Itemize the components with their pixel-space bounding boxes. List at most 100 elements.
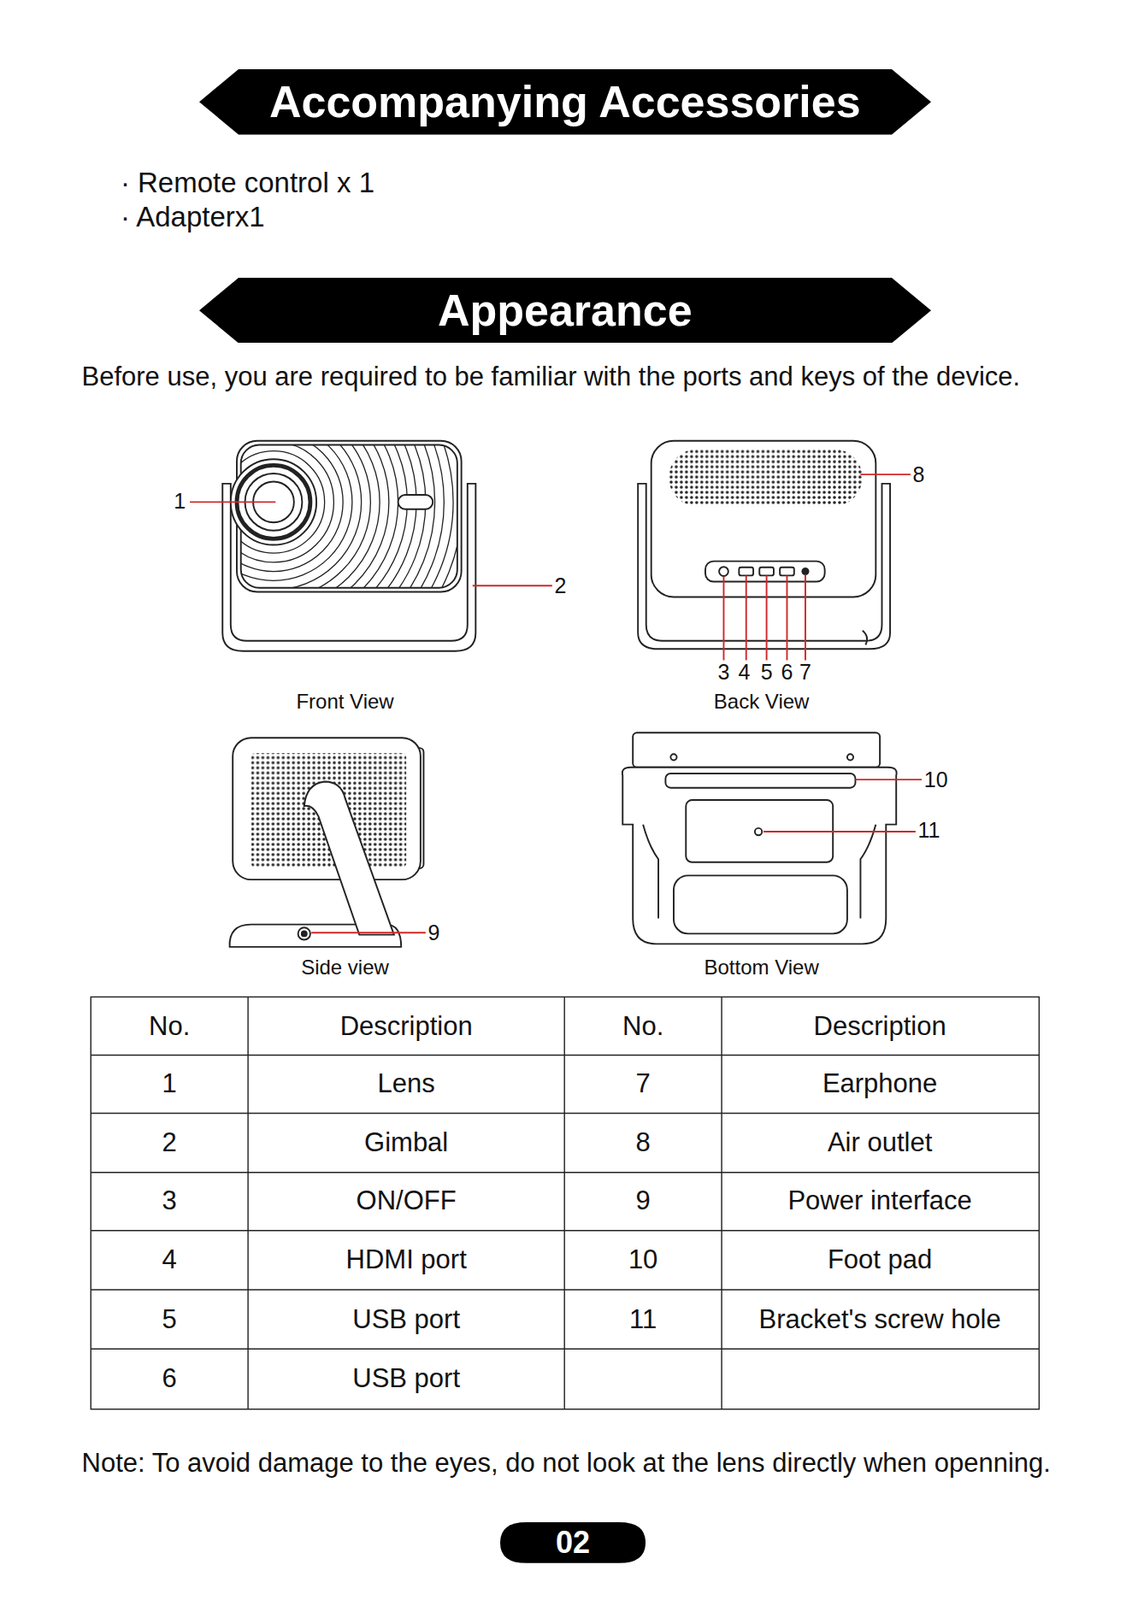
back-view-part [862,630,867,646]
front-view-part [472,584,553,587]
front-view-part [241,445,436,589]
back-view-part [860,473,910,476]
section-banner-text: Appearance [437,284,693,337]
section-banner: Appearance [199,277,932,343]
front-view-part [241,445,445,589]
back-view-part [723,474,910,661]
table-header: No. [148,1010,190,1043]
front-view-part [241,445,335,563]
table-cell: 3 [162,1185,177,1218]
callout-number: 9 [427,919,440,946]
accessory-item: · Remote control x 1 [120,165,375,201]
callout-number: 5 [760,659,773,685]
front-view-part [241,445,399,589]
table-cell: USB port [352,1362,460,1395]
spec-table [90,996,1039,1410]
front-view-part [241,445,372,589]
front-view-part [241,445,380,589]
spec-table-part [90,1113,1039,1115]
spec-table-part [90,1289,1039,1291]
bottom-view-part [763,831,916,833]
back-view-part [745,575,748,661]
table-cell: USB port [352,1303,460,1336]
bottom-view-part [754,828,762,836]
bottom-view-part [673,875,848,934]
front-view-part [241,445,458,589]
page-number-text: 02 [555,1525,590,1562]
table-cell: 5 [162,1303,177,1336]
table-cell: 9 [636,1185,651,1218]
bottom-view-part [847,754,854,761]
callout-number: 11 [917,817,940,844]
front-view [47,277,553,729]
front-view-part [241,445,458,589]
spec-table-part [247,996,248,1410]
spec-table-part [90,1172,1039,1174]
table-cell: Power interface [787,1185,972,1218]
back-view-part [738,567,754,577]
bottom-view-part [665,773,855,789]
callout-number: 3 [717,659,730,685]
bottom-view-part [854,778,922,781]
callout-number: 10 [924,766,949,793]
back-view-part [719,566,729,577]
front-view-part [241,445,458,589]
callout-number: 2 [554,572,566,599]
view-caption: Front View [295,689,394,715]
table-header: No. [622,1010,664,1043]
table-cell: Air outlet [827,1127,932,1160]
table-cell: Earphone [822,1067,938,1100]
spec-table-part [90,1055,1039,1056]
view-caption: Bottom View [703,955,819,980]
table-cell: Lens [377,1067,436,1100]
view-caption: Side view [300,955,390,980]
table-cell: 2 [162,1127,177,1160]
table-cell: HDMI port [346,1244,467,1277]
back-view-part [759,567,774,577]
table-cell: 11 [629,1303,657,1336]
back-view-part [668,448,863,507]
front-view-part [241,445,408,589]
callout-number: 4 [737,659,750,685]
spec-table-part [90,1349,1039,1351]
back-view-part [779,567,795,577]
table-cell: Gimbal [364,1127,449,1160]
front-view-part [241,445,458,589]
callout-number: 7 [799,659,812,685]
front-view-part [241,445,343,572]
table-cell: Foot pad [827,1244,932,1277]
back-view [637,441,911,661]
section-banner-fill [199,69,932,135]
table-cell: 8 [636,1127,651,1160]
table-cell: 10 [628,1244,658,1277]
spec-table-part [90,996,1039,1410]
side-view-part [311,931,426,934]
bottom-view [622,732,922,944]
side-view-part [301,931,307,937]
side-view-part [298,927,311,940]
callout-number: 1 [173,488,186,514]
intro-text: Before use, you are required to be famil… [82,360,1021,393]
front-view-part [241,445,426,589]
table-cell: 4 [162,1244,177,1277]
front-view-part [241,445,390,589]
back-view-part [801,568,808,575]
bottom-view-part [642,825,876,920]
side-view-part [304,782,395,936]
page-number: 02 [500,1522,646,1564]
spec-table-part [563,996,565,1410]
front-view-part [241,445,454,589]
table-cell: Bracket's screw hole [758,1303,1001,1336]
back-view-part [766,575,768,661]
side-view [229,737,426,948]
spec-table-part [720,996,722,1410]
view-caption: Back View [713,689,810,715]
safety-note: Note: To avoid damage to the eyes, do no… [82,1447,1066,1481]
front-view-part [241,445,458,589]
section-banner-text: Accompanying Accessories [269,76,861,128]
bottom-view-part [632,732,880,768]
spec-table-part [90,1230,1039,1232]
front-view-part [241,445,353,582]
back-view-part [651,441,877,598]
back-view-part [786,575,789,661]
